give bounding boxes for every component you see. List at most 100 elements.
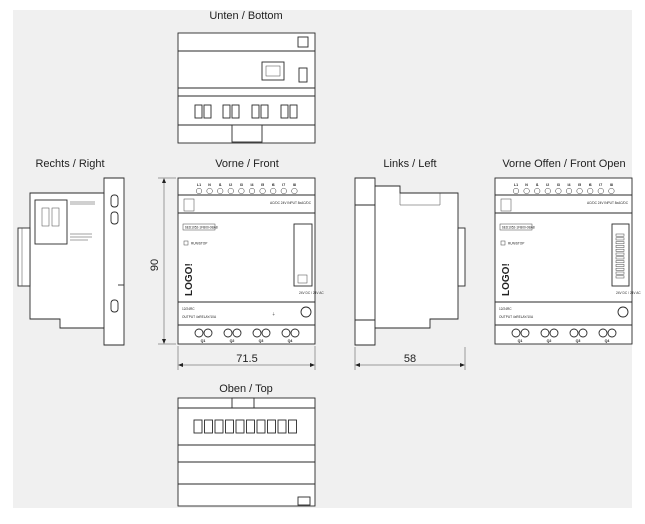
- label-bottom-view: Unten / Bottom: [209, 10, 282, 22]
- model-text: 12/24RC: [182, 307, 195, 311]
- output-terminal-label: Q1: [518, 339, 523, 343]
- output-terminal-screw: [511, 328, 521, 338]
- top-terminal-block: [246, 419, 255, 434]
- input-terminal-label: I6: [589, 183, 592, 187]
- input-terminal-screw: [597, 187, 604, 195]
- open-run-stop-text: RUN/STOP: [508, 242, 524, 246]
- input-terminal-label: I3: [557, 183, 560, 187]
- input-terminal-label: L1: [197, 183, 201, 187]
- top-terminal-block: [256, 419, 266, 434]
- input-terminal-screw: [280, 187, 287, 195]
- top-terminal-block: [193, 419, 203, 434]
- input-terminal-screw: [217, 187, 224, 195]
- open-order-number-text: 6ED1052-1FB00-0BA8: [502, 226, 535, 230]
- dimension-width: 71.5: [236, 353, 257, 365]
- input-terminal-label: I1: [536, 183, 539, 187]
- input-terminal-label: L1: [514, 183, 518, 187]
- bottom-view: [177, 32, 316, 144]
- input-terminal-screw: [534, 187, 541, 195]
- output-terminal-label: Q1: [201, 339, 206, 343]
- output-terminal-screw: [261, 328, 271, 338]
- slot-connector-pin: [615, 271, 625, 275]
- front-dimensions: 90 71.5: [149, 177, 316, 370]
- input-terminal-label: N: [208, 183, 211, 187]
- top-terminal-block: [277, 419, 287, 434]
- input-terminal-label: I8: [610, 183, 613, 187]
- input-terminal-screw: [248, 187, 256, 195]
- svg-text:⏚: ⏚: [272, 311, 275, 316]
- input-terminal-screw: [270, 187, 277, 195]
- input-terminal-screw: [227, 187, 234, 195]
- output-terminal-screw: [607, 328, 617, 338]
- output-terminal-screw: [281, 328, 291, 338]
- logo-text: LOGO!: [184, 263, 195, 296]
- open-power-label-text: 24V DC / 24V AC: [616, 291, 641, 295]
- output-terminal-screw: [549, 328, 559, 338]
- dimension-height: 90: [149, 259, 161, 271]
- right-side-view: [17, 177, 125, 346]
- label-top-view: Oben / Top: [219, 383, 273, 395]
- bottom-terminal-block: [251, 104, 260, 119]
- input-terminal-screw: [259, 187, 266, 195]
- module-slot-cover: [293, 223, 313, 287]
- label-front-open-view: Vorne Offen / Front Open: [502, 158, 625, 170]
- input-terminal-screw: [576, 187, 583, 195]
- open-input-header-text: AC/DC 24V INPUT 8xAC/DC: [587, 201, 629, 205]
- open-logo-text: LOGO!: [501, 263, 512, 296]
- slot-connector-pin: [615, 245, 625, 248]
- run-stop-text: RUN/STOP: [191, 242, 207, 246]
- top-terminal-block: [288, 419, 297, 434]
- input-terminal-screw: [206, 187, 213, 195]
- slot-connector-pin: [615, 237, 625, 241]
- top-terminal-block: [225, 419, 234, 434]
- input-terminal-label: I1: [219, 183, 222, 187]
- output-terminal-screw: [252, 328, 262, 338]
- input-terminal-screw: [512, 187, 520, 195]
- input-terminal-label: N: [525, 183, 528, 187]
- output-terminal-label: Q4: [605, 339, 610, 343]
- top-terminal-block: [267, 419, 276, 434]
- input-terminal-screw: [291, 187, 298, 195]
- ethernet-port: [261, 61, 285, 81]
- output-terminal-label: Q2: [230, 339, 235, 343]
- top-terminal-block: [235, 419, 245, 434]
- bottom-terminal-block: [280, 104, 289, 119]
- input-terminal-label: I4: [568, 183, 571, 187]
- input-terminal-screw: [565, 187, 573, 195]
- input-terminal-label: I3: [240, 183, 243, 187]
- output-terminal-screw: [232, 328, 242, 338]
- label-left-view: Links / Left: [383, 158, 436, 170]
- input-terminal-label: I8: [293, 183, 296, 187]
- slot-connector-pin: [615, 252, 625, 256]
- output-terminal-screw: [203, 328, 213, 338]
- input-terminal-screw: [544, 187, 551, 195]
- open-output-label-text: OUTPUT 4xRELAY/10A: [499, 315, 534, 319]
- input-terminal-label: I6: [272, 183, 275, 187]
- dimension-depth: 58: [404, 353, 416, 365]
- input-terminal-screw: [555, 187, 562, 195]
- bottom-terminal-block: [260, 104, 269, 119]
- bottom-terminal-block: [289, 104, 298, 119]
- input-terminal-screw: [238, 187, 245, 195]
- input-terminal-label: I5: [578, 183, 581, 187]
- top-terminal-block: [214, 419, 224, 434]
- input-terminal-label: I2: [546, 183, 549, 187]
- output-terminal-screw: [578, 328, 588, 338]
- power-label-text: 24V DC / 24V AC: [299, 291, 324, 295]
- output-terminal-label: Q4: [288, 339, 293, 343]
- bottom-terminal-block: [222, 104, 231, 119]
- output-terminal-screw: [540, 328, 550, 338]
- input-terminal-label: I2: [229, 183, 232, 187]
- output-terminal-screw: [569, 328, 579, 338]
- top-view: [177, 397, 316, 507]
- slot-connector-pin: [615, 256, 625, 260]
- input-terminal-label: I7: [282, 183, 285, 187]
- slot-connector-pin: [615, 275, 625, 279]
- output-terminal-screw: [598, 328, 608, 338]
- top-terminal-block: [204, 419, 213, 434]
- output-terminal-screw: [223, 328, 233, 338]
- slot-connector-pin: [615, 248, 625, 252]
